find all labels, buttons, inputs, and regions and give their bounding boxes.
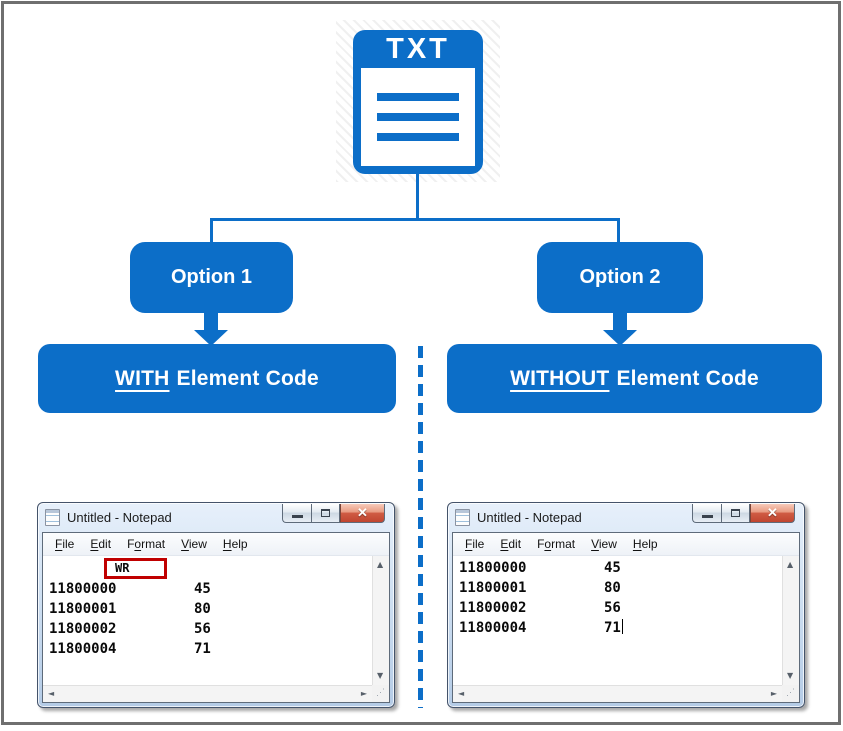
- vertical-scrollbar[interactable]: ▲ ▼: [372, 556, 389, 685]
- resize-grip-icon[interactable]: ⋰: [782, 685, 799, 702]
- scroll-down-icon[interactable]: ▼: [377, 671, 384, 680]
- minimize-button[interactable]: [282, 504, 311, 523]
- notepad-window-right: Untitled - Notepad ✕ File Edit Format View H…: [447, 502, 805, 708]
- menu-item-view[interactable]: View: [591, 537, 617, 551]
- text-cursor: [621, 619, 623, 634]
- minimize-icon: [701, 515, 713, 518]
- txt-file-paper: [361, 68, 475, 166]
- down-arrow-icon: [603, 330, 637, 346]
- close-icon: ✕: [767, 505, 778, 520]
- title-bar[interactable]: Untitled - Notepad: [38, 503, 394, 532]
- with-rest: Element Code: [176, 366, 319, 390]
- down-arrow-icon: [204, 312, 218, 330]
- scroll-up-icon[interactable]: ▲: [377, 560, 384, 569]
- horizontal-scrollbar[interactable]: ◄ ►: [43, 685, 372, 702]
- menu-item-help[interactable]: Help: [222, 537, 248, 551]
- without-rest: Element Code: [616, 366, 759, 390]
- notepad-window-left: Untitled - Notepad ✕ File Edit Format View H…: [37, 502, 395, 708]
- minimize-button[interactable]: [692, 504, 721, 523]
- dashed-divider: [418, 346, 423, 708]
- window-title: Untitled - Notepad: [67, 510, 172, 525]
- down-arrow-icon: [613, 312, 627, 330]
- maximize-button[interactable]: [721, 504, 750, 523]
- red-highlight-box: WR: [104, 558, 167, 579]
- resize-grip-icon[interactable]: ⋰: [372, 685, 389, 702]
- connector-line: [210, 218, 213, 244]
- maximize-icon: [731, 509, 740, 517]
- menu-bar: File Edit Format View Help: [453, 533, 799, 556]
- window-controls: ✕: [692, 504, 795, 523]
- text-line-icon: [377, 113, 459, 121]
- text-line-icon: [377, 93, 459, 101]
- scroll-left-icon[interactable]: ◄: [458, 689, 465, 698]
- scroll-up-icon[interactable]: ▲: [787, 560, 794, 569]
- scroll-left-icon[interactable]: ◄: [48, 689, 55, 698]
- txt-file-icon: TXT: [353, 30, 483, 174]
- vertical-scrollbar[interactable]: ▲ ▼: [782, 556, 799, 685]
- scroll-right-icon[interactable]: ►: [770, 689, 777, 698]
- connector-line: [416, 173, 419, 221]
- menu-item-file[interactable]: File: [55, 537, 75, 551]
- annotation-row: WR: [49, 558, 372, 579]
- menu-item-view[interactable]: View: [181, 537, 207, 551]
- with-element-code-box: WITH Element Code: [38, 344, 396, 413]
- menu-item-help[interactable]: Help: [632, 537, 658, 551]
- close-icon: ✕: [357, 505, 368, 520]
- text-line-icon: [377, 133, 459, 141]
- window-title: Untitled - Notepad: [477, 510, 582, 525]
- maximize-button[interactable]: [311, 504, 340, 523]
- menu-item-file[interactable]: File: [465, 537, 485, 551]
- option-2-label: Option 2: [579, 266, 661, 288]
- option-1-box: Option 1: [130, 242, 293, 313]
- notepad-icon: [455, 509, 470, 526]
- option-1-label: Option 1: [170, 266, 253, 288]
- down-arrow-icon: [194, 330, 228, 346]
- menu-item-format[interactable]: Format: [537, 537, 576, 551]
- window-controls: ✕: [282, 504, 385, 523]
- scroll-down-icon[interactable]: ▼: [787, 671, 794, 680]
- connector-line: [210, 218, 620, 221]
- menu-item-edit[interactable]: Edit: [90, 537, 112, 551]
- connector-line: [617, 218, 620, 244]
- title-bar[interactable]: Untitled - Notepad: [448, 503, 804, 532]
- minimize-icon: [291, 515, 303, 518]
- menu-item-format[interactable]: Format: [127, 537, 166, 551]
- option-2-box: Option 2: [537, 242, 703, 313]
- close-button[interactable]: ✕: [340, 504, 385, 523]
- scroll-right-icon[interactable]: ►: [360, 689, 367, 698]
- without-highlight: WITHOUT: [510, 366, 610, 390]
- txt-file-label: TXT: [386, 33, 450, 65]
- maximize-icon: [321, 509, 330, 517]
- without-element-code-box: WITHOUT Element Code: [447, 344, 822, 413]
- notepad-icon: [45, 509, 60, 526]
- menu-bar: File Edit Format View Help: [43, 533, 389, 556]
- close-button[interactable]: ✕: [750, 504, 795, 523]
- horizontal-scrollbar[interactable]: ◄ ►: [453, 685, 782, 702]
- menu-item-edit[interactable]: Edit: [500, 537, 522, 551]
- with-highlight: WITH: [115, 366, 170, 390]
